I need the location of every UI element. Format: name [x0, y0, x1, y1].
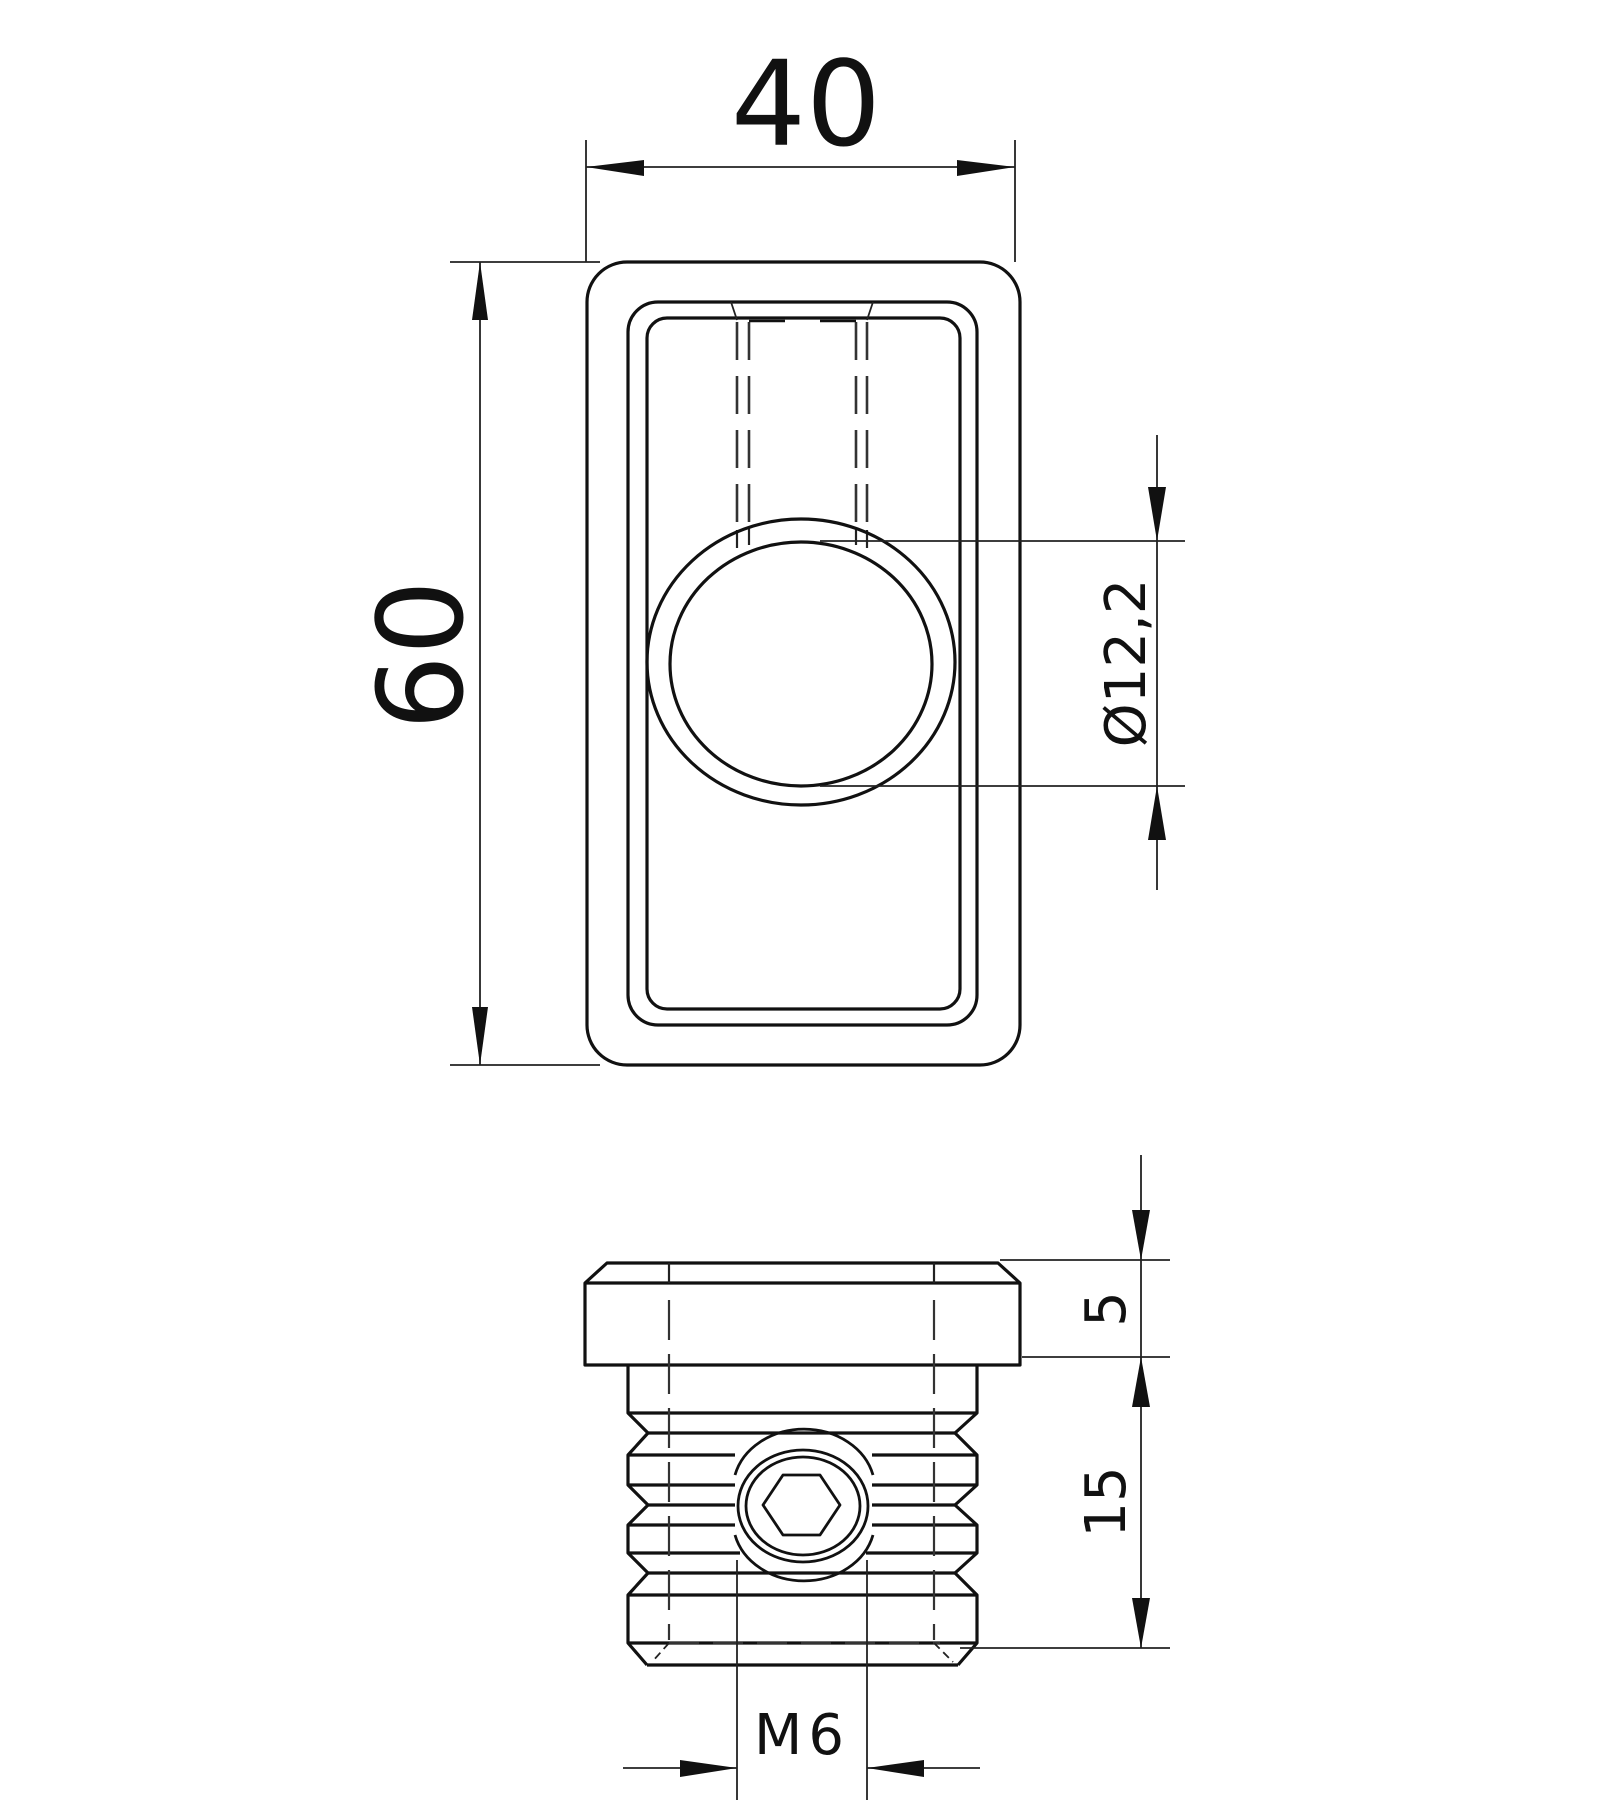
set-screw: [733, 1427, 875, 1583]
inner-body-outline: [645, 316, 962, 1011]
side-view: [583, 1261, 1022, 1667]
head-outline: [583, 1261, 1022, 1367]
dimension-height: 60: [352, 261, 600, 1066]
hole-inner-circle: [668, 540, 934, 788]
hex-socket-icon: [761, 1473, 842, 1537]
dimension-body-length-label: 15: [1074, 1466, 1139, 1537]
dimension-head-and-body: 5 15: [960, 1155, 1170, 1649]
dimension-width: 40: [585, 35, 1016, 262]
dimension-height-label: 60: [352, 580, 490, 730]
top-view: [585, 260, 1022, 1067]
body-profile-left: [626, 1365, 650, 1667]
dimension-head-thickness-label: 5: [1074, 1291, 1139, 1327]
dimension-width-label: 40: [731, 35, 881, 173]
side-hidden-lines: [651, 1263, 954, 1663]
outer-flange-outline: [585, 260, 1022, 1067]
hole-outer-circle: [645, 517, 957, 807]
dimension-hole-diameter: Ø12,2: [820, 435, 1185, 890]
body-profile-right: [953, 1365, 979, 1667]
hidden-bore-lines: [730, 301, 874, 548]
dimension-hole-diameter-label: Ø12,2: [1094, 579, 1159, 748]
dimension-thread: M6: [623, 1560, 980, 1800]
body-outline: [626, 300, 979, 1027]
dimension-thread-label: M6: [754, 1703, 850, 1768]
